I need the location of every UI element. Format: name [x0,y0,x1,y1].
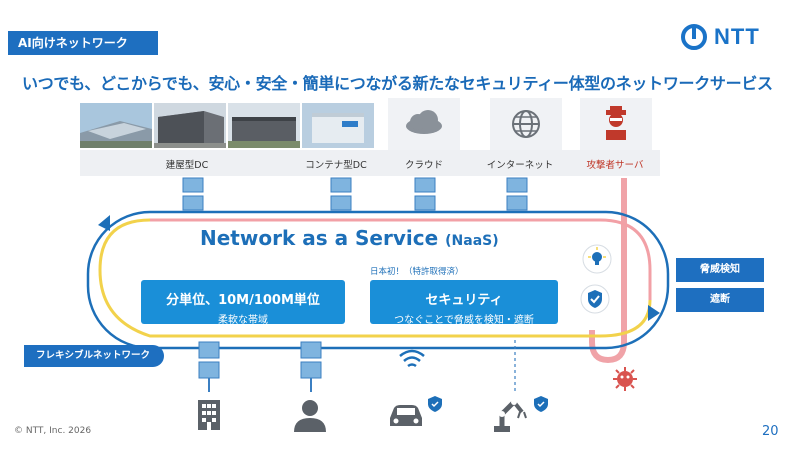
page-number: 20 [762,424,779,439]
naas-title-main: Network as a Service [200,226,439,250]
ntt-logo-icon [681,24,707,50]
lightbulb-icon [582,244,612,274]
site-label-container-dc: コンテナ型DC [305,160,367,171]
security-heading: セキュリティ [425,293,503,308]
site-label-attacker: 攻撃者サーバ [586,160,644,171]
patent-note: 日本初！（特許取得済） [370,267,464,277]
building-icon [198,400,220,430]
section-tag: AI向けネットワーク [8,31,158,55]
site-label-internet: インターネット [486,160,554,171]
wifi-icon [399,349,425,368]
naas-title: Network as a Service (NaaS) [200,226,499,250]
flexible-network-label: フレキシブルネットワーク [24,345,164,367]
bandwidth-detail: 柔軟な帯域 [218,315,268,326]
car-icon [390,405,422,426]
naas-title-sub: (NaaS) [445,233,499,249]
page-title: いつでも、どこからでも、安心・安全・簡単につながる新たなセキュリティー体型のネッ… [22,74,773,93]
site-label-building-dc: 建屋型DC [165,160,209,171]
car-shield-icon [428,396,442,412]
cloud-icon [406,110,442,134]
person-icon [294,400,326,432]
block-label: 遮断 [676,288,764,312]
security-detail: つなぐことで脅威を検知・遮断 [394,315,534,326]
virus-icon [613,367,637,391]
globe-icon [512,110,540,138]
copyright: © NTT, Inc. 2026 [14,426,92,436]
internet-card [490,98,562,150]
container-dc-photo [302,103,374,148]
bandwidth-feature-box: 分単位、10M/100M単位 柔軟な帯域 [141,280,345,326]
cloud-card [388,98,460,150]
robot-shield-icon [534,396,548,412]
bandwidth-heading: 分単位、10M/100M単位 [166,293,320,308]
data-center-photo-2 [154,103,226,148]
data-center-photo-1 [80,103,152,148]
data-center-photo-3 [228,103,300,148]
attacker-card [580,98,652,150]
site-label-bar [80,150,660,176]
security-feature-box: セキュリティ つなぐことで脅威を検知・遮断 [370,280,558,326]
robot-arm-icon [494,399,527,432]
attacker-icon [606,106,626,140]
logo-text: NTT [714,24,760,49]
shield-check-icon [580,284,610,314]
threat-detection-label: 脅威検知 [676,258,764,282]
site-label-cloud: クラウド [404,160,443,171]
ntt-logo: NTT [680,22,760,52]
